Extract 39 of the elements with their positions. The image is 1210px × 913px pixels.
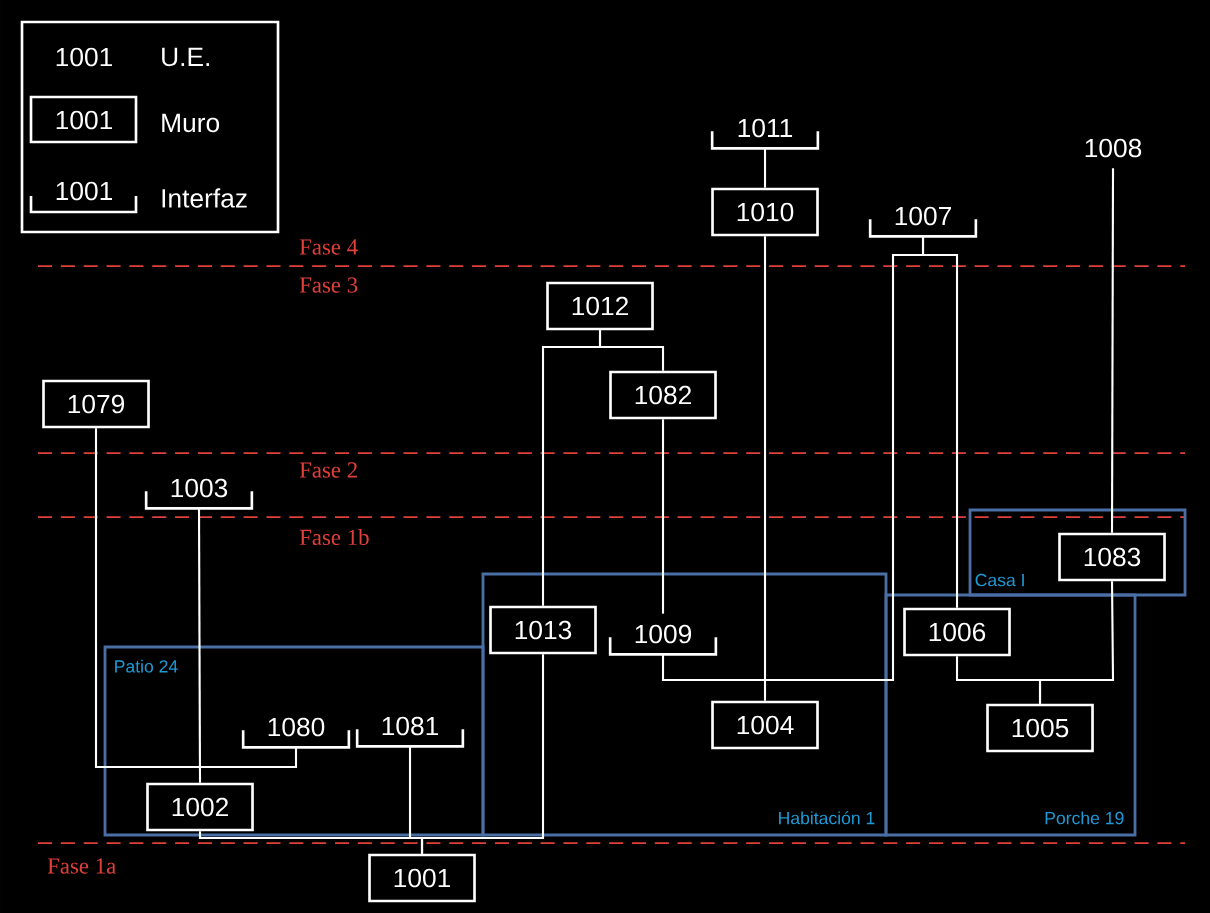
connector-line xyxy=(420,654,545,854)
legend-sample-number: 1001 xyxy=(56,181,112,201)
connector-line xyxy=(197,508,202,783)
unit-number: 1008 xyxy=(1085,138,1142,158)
unit-box: 1013 xyxy=(489,605,597,655)
unit-box: 1083 xyxy=(1058,532,1166,582)
phase-label: Fase 3 xyxy=(299,277,358,293)
connector-line xyxy=(763,236,767,701)
connector-line xyxy=(661,419,665,614)
legend-text: Interfaz xyxy=(162,188,247,208)
unit-box: 1005 xyxy=(986,703,1094,753)
connector-line xyxy=(661,236,925,682)
unit-box: 1006 xyxy=(903,607,1011,657)
phase-label: Fase 1b xyxy=(299,529,369,546)
phase-label: Fase 1a xyxy=(47,858,116,874)
legend-sample-number: 1001 xyxy=(56,47,112,67)
phase-label: Fase 4 xyxy=(299,239,358,255)
interface-bracket: 1003 xyxy=(144,478,254,510)
unit-box: 1010 xyxy=(711,187,819,237)
unit-box: 1002 xyxy=(146,782,254,832)
unit-box: 1079 xyxy=(42,379,150,429)
interface-bracket: 1080 xyxy=(241,717,351,749)
phase-label: Fase 2 xyxy=(299,462,357,478)
connector-line xyxy=(1110,168,1115,533)
unit-box: 1082 xyxy=(609,370,717,420)
unit-box: 1004 xyxy=(711,700,819,750)
interface-bracket: 1081 xyxy=(355,716,465,748)
interface-bracket: 1007 xyxy=(868,206,978,238)
connector-line xyxy=(598,330,665,371)
interface-bracket: 1011 xyxy=(710,118,820,150)
legend-sample-number: 1001 xyxy=(56,110,112,130)
interface-bracket: 1009 xyxy=(608,624,718,656)
legend-text: Muro xyxy=(162,113,220,133)
connector-line xyxy=(763,148,767,188)
legend-text: U.E. xyxy=(162,47,209,67)
unit-box: 1012 xyxy=(546,281,654,331)
unit-box: 1001 xyxy=(368,853,476,903)
connector-line xyxy=(955,656,1042,704)
connector-line xyxy=(94,428,298,769)
